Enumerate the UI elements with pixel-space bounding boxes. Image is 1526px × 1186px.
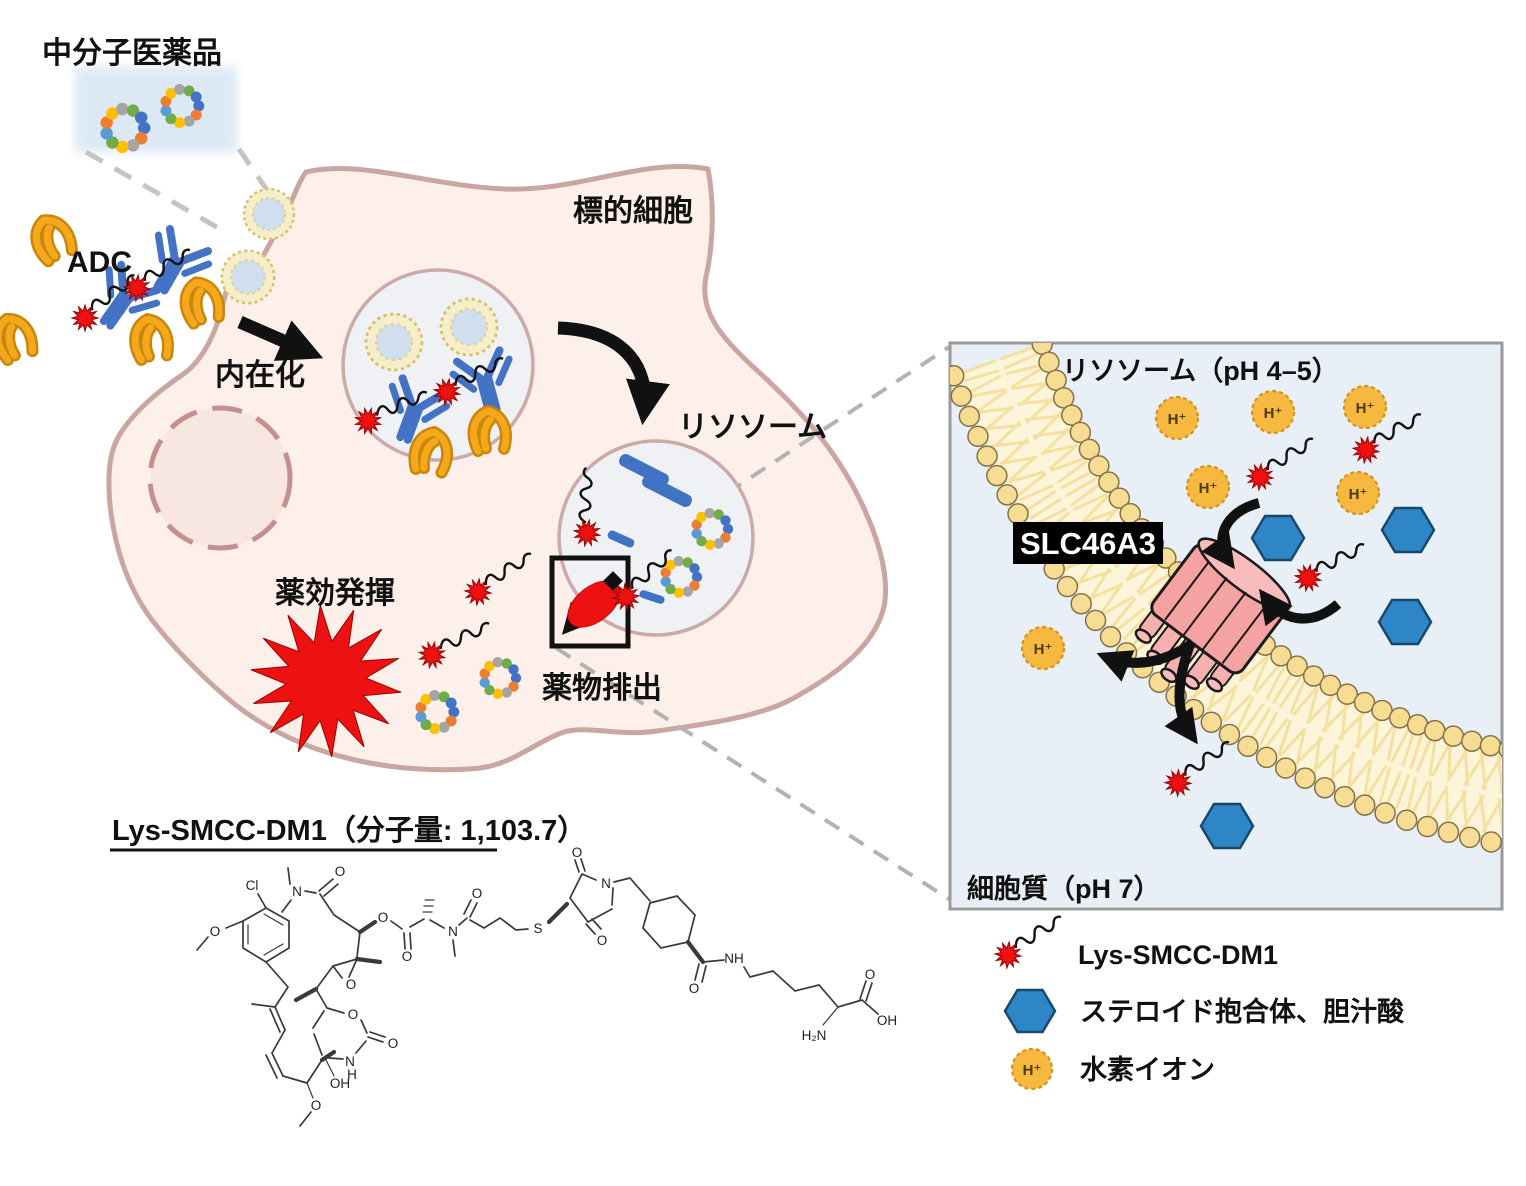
- receptor-icon: [0, 313, 35, 361]
- legend-hydrogen-label: 水素イオン: [1080, 1055, 1215, 1085]
- transporter-label: SLC46A3: [1020, 526, 1156, 561]
- slc46a3-label-box: SLC46A3: [1013, 522, 1163, 564]
- drug-effect-starburst: [250, 605, 402, 757]
- internalization-arrow: [237, 316, 324, 361]
- dashed-connector: [236, 147, 272, 195]
- hexagon-icon: [1199, 802, 1255, 850]
- h-plus-label: H⁺: [1023, 1062, 1042, 1079]
- atom-label: O: [335, 864, 346, 879]
- vesicle-icon: [439, 297, 499, 357]
- structure-title: Lys-SMCC-DM1（分子量: 1,103.7）: [112, 814, 586, 847]
- adc-label: ADC: [67, 246, 132, 279]
- atom-label: OH: [330, 1076, 350, 1091]
- transport-arrows: [1096, 498, 1342, 745]
- h-plus-label: H⁺: [1199, 480, 1218, 497]
- legend-hexagon-icon: [1003, 988, 1057, 1034]
- vesicle-icon: [364, 312, 424, 372]
- lysosome-label: リソソーム: [678, 411, 827, 444]
- degraded-antibody-fragments: [607, 454, 692, 604]
- atom-label: OH: [877, 1013, 897, 1028]
- dashed-connector: [84, 149, 229, 236]
- mid-molecule-label: 中分子医薬品: [42, 37, 222, 70]
- legend-steroid-label: ステロイド抱合体、胆汁酸: [1080, 996, 1405, 1027]
- panel-lysosome-ph-label: リソソーム（pH 4–5）: [1062, 356, 1339, 386]
- atom-label: H: [347, 1067, 357, 1082]
- atom-label: S: [533, 921, 542, 936]
- steroid-hexagons: [1199, 506, 1436, 850]
- atom-label: N: [345, 1054, 355, 1069]
- atom-label: O: [472, 886, 483, 901]
- atom-label: O: [572, 845, 583, 860]
- dashed-connector-panel-bottom: [554, 646, 951, 901]
- atom-label: O: [597, 933, 608, 948]
- receptor-icon: [181, 278, 222, 324]
- legend: Lys-SMCC-DM1 ステロイド抱合体、胆汁酸 H⁺ 水素イオン: [989, 914, 1405, 1091]
- hydrogen-ions: H⁺ H⁺ H⁺ H⁺ H⁺ H⁺: [1020, 384, 1388, 671]
- mid-molecule-box: [75, 67, 237, 154]
- atom-label: N: [601, 876, 611, 891]
- atom-label: O: [865, 967, 876, 982]
- atom-label: N: [448, 924, 458, 939]
- atom-label: O: [689, 981, 700, 996]
- atom-label: O: [388, 1036, 399, 1051]
- hexagon-icon: [1250, 514, 1306, 562]
- legend-drug-label: Lys-SMCC-DM1: [1078, 940, 1278, 970]
- atom-label: Cl: [246, 878, 259, 893]
- atom-label: O: [348, 1007, 359, 1022]
- drug-effect-label: 薬効発揮: [275, 576, 395, 610]
- drug-efflux-label: 薬物排出: [542, 672, 662, 705]
- receptor-icon: [472, 410, 508, 452]
- hexagon-icon: [1380, 506, 1436, 554]
- target-cell-label: 標的細胞: [573, 195, 693, 228]
- atom-label: O: [311, 1098, 322, 1113]
- vesicle-icon: [220, 249, 276, 305]
- atom-label: H₂N: [802, 1028, 827, 1043]
- hexagon-icon: [1377, 598, 1433, 646]
- atom-label: O: [346, 977, 357, 992]
- endosome-to-lysosome-arrow: [557, 321, 670, 426]
- atom-label: O: [378, 910, 389, 925]
- atom-label: N: [292, 884, 302, 899]
- h-plus-label: H⁺: [1264, 405, 1283, 422]
- receptor-icon: [132, 316, 171, 360]
- panel-cytoplasm-ph-label: 細胞質（pH 7）: [967, 874, 1161, 904]
- nucleus: [147, 405, 293, 551]
- h-plus-label: H⁺: [1168, 411, 1187, 428]
- h-plus-label: H⁺: [1349, 486, 1368, 503]
- h-plus-label: H⁺: [1356, 400, 1375, 417]
- atom-label: NH: [724, 951, 744, 966]
- atom-label: O: [402, 949, 413, 964]
- vesicle-icon: [242, 187, 296, 241]
- h-plus-label: H⁺: [1034, 641, 1053, 658]
- atom-label: O: [210, 924, 221, 939]
- chemical-structure: Lys-SMCC-DM1（分子量: 1,103.7） Cl N O O O O …: [110, 814, 897, 1127]
- internalization-label: 内在化: [215, 359, 305, 392]
- legend-hydrogen-icon: [1010, 1047, 1054, 1091]
- legend-drug-icon: [989, 914, 1073, 974]
